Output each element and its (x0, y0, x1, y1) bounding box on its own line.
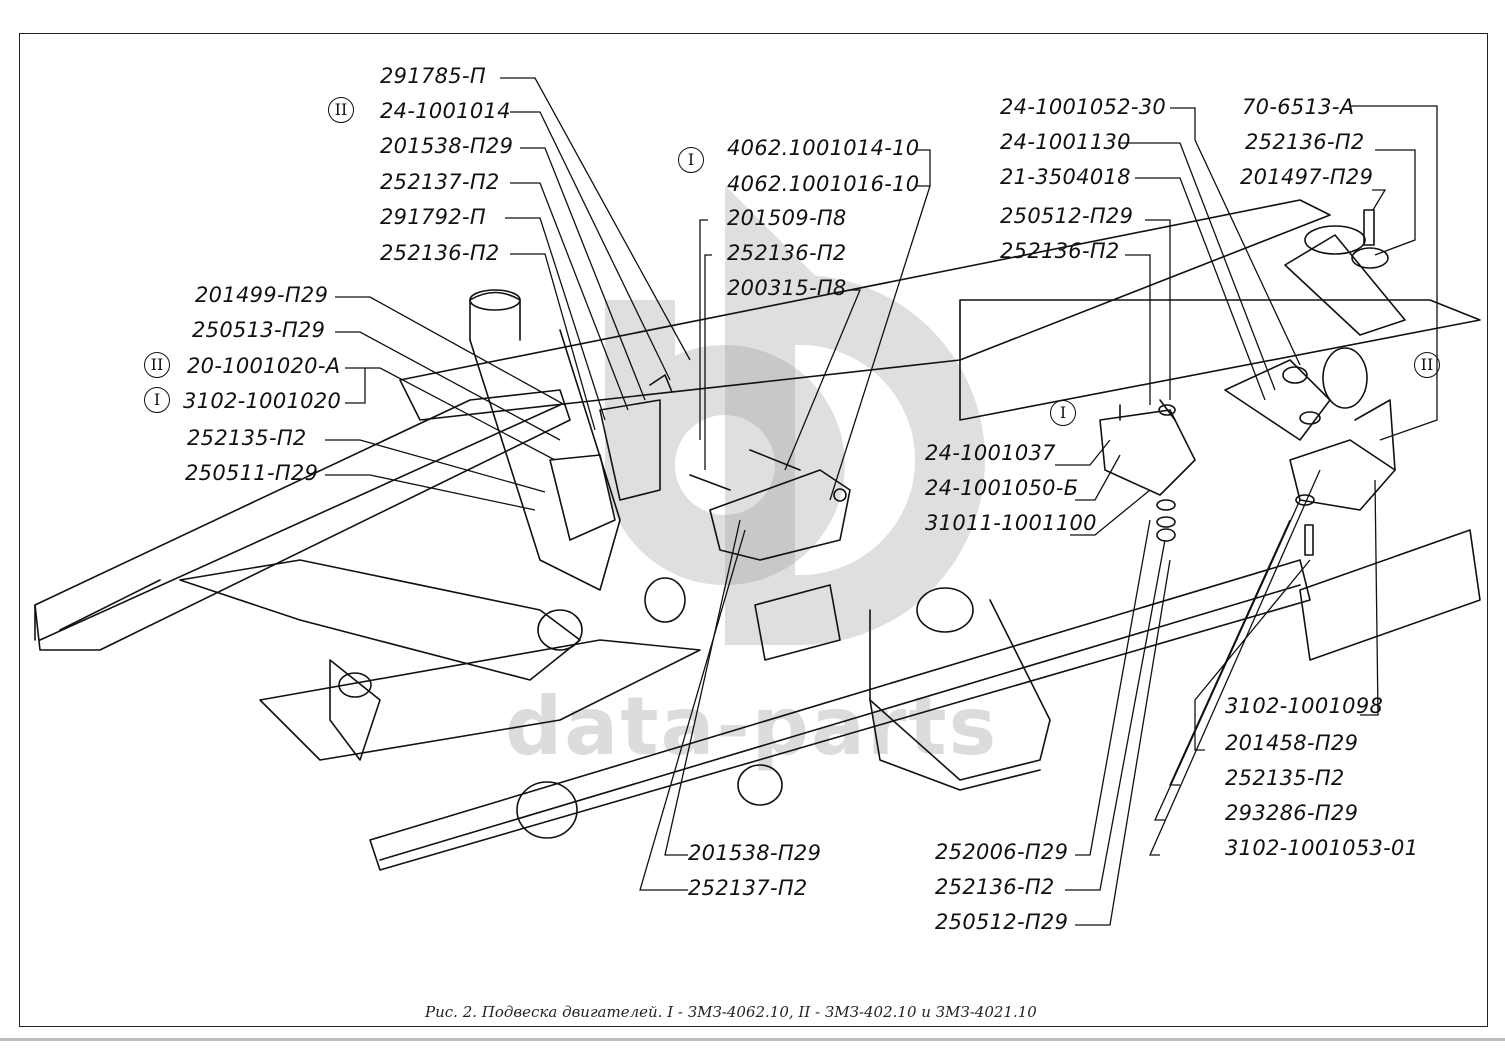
part-label: 4062.1001014-10 (727, 136, 920, 160)
part-label: 252136-П2 (727, 241, 847, 265)
part-label: 252136-П2 (380, 241, 500, 265)
marker-engine-ii: II (328, 97, 354, 123)
part-label: 24-1001052-30 (1000, 95, 1167, 119)
part-label: 252135-П2 (187, 426, 307, 450)
part-label: 24-1001014 (380, 99, 511, 123)
marker-engine-i: I (678, 147, 704, 173)
figure-frame (19, 33, 1488, 1027)
part-label: 252137-П2 (688, 876, 808, 900)
part-label: 291792-П (380, 205, 486, 229)
right-frame-rail (399, 199, 1481, 661)
part-label: 250512-П29 (1000, 204, 1134, 228)
part-label: 201499-П29 (195, 283, 329, 307)
figure-caption: Рис. 2. Подвеска двигателей. I - ЗМЗ-406… (425, 1003, 1037, 1021)
marker-engine-ii: II (1414, 352, 1440, 378)
right-spring-tower (869, 587, 1051, 791)
center-mount-block (1099, 399, 1196, 542)
part-label: 252006-П29 (935, 840, 1069, 864)
part-label: 252135-П2 (1225, 766, 1345, 790)
marker-engine-i: I (1050, 400, 1076, 426)
heat-shield (754, 584, 841, 661)
part-label: 201538-П29 (688, 841, 822, 865)
part-label: 20-1001020-А (187, 354, 341, 378)
part-label: 200315-П8 (727, 276, 847, 300)
part-label: 293286-П29 (1225, 801, 1359, 825)
bottom-divider (0, 1038, 1505, 1041)
part-label: 3102-1001053-01 (1225, 836, 1419, 860)
part-label: 250511-П29 (185, 461, 319, 485)
part-label: 201538-П29 (380, 134, 514, 158)
marker-engine-ii: II (144, 352, 170, 378)
part-label: 4062.1001016-10 (727, 172, 920, 196)
part-label: 21-3504018 (1000, 165, 1131, 189)
part-label: 291785-П (380, 64, 486, 88)
left-spring-tower (469, 289, 621, 591)
left-engine-mount (549, 374, 851, 561)
lower-arm (179, 559, 701, 761)
watermark-text: data-parts (505, 680, 999, 773)
part-label: 3102-1001098 (1225, 694, 1384, 718)
marker-engine-i: I (144, 387, 170, 413)
part-label: 201509-П8 (727, 206, 847, 230)
part-label: 201497-П29 (1240, 165, 1374, 189)
part-label: 252136-П2 (1000, 239, 1120, 263)
part-label: 250512-П29 (935, 910, 1069, 934)
part-label: 24-1001037 (925, 441, 1056, 465)
part-label: 70-6513-А (1242, 95, 1355, 119)
part-label: 252136-П2 (1245, 130, 1365, 154)
part-label: 24-1001130 (1000, 130, 1131, 154)
part-label: 3102-1001020 (183, 389, 342, 413)
left-frame-rail (34, 389, 571, 651)
part-label: 201458-П29 (1225, 731, 1359, 755)
leader-lines (325, 77, 1438, 926)
cross-member (369, 559, 1311, 871)
part-label: 250513-П29 (192, 318, 326, 342)
part-label: 31011-1001100 (925, 511, 1097, 535)
part-label: 252136-П2 (935, 875, 1055, 899)
part-label: 252137-П2 (380, 170, 500, 194)
part-label: 24-1001050-Б (925, 476, 1079, 500)
